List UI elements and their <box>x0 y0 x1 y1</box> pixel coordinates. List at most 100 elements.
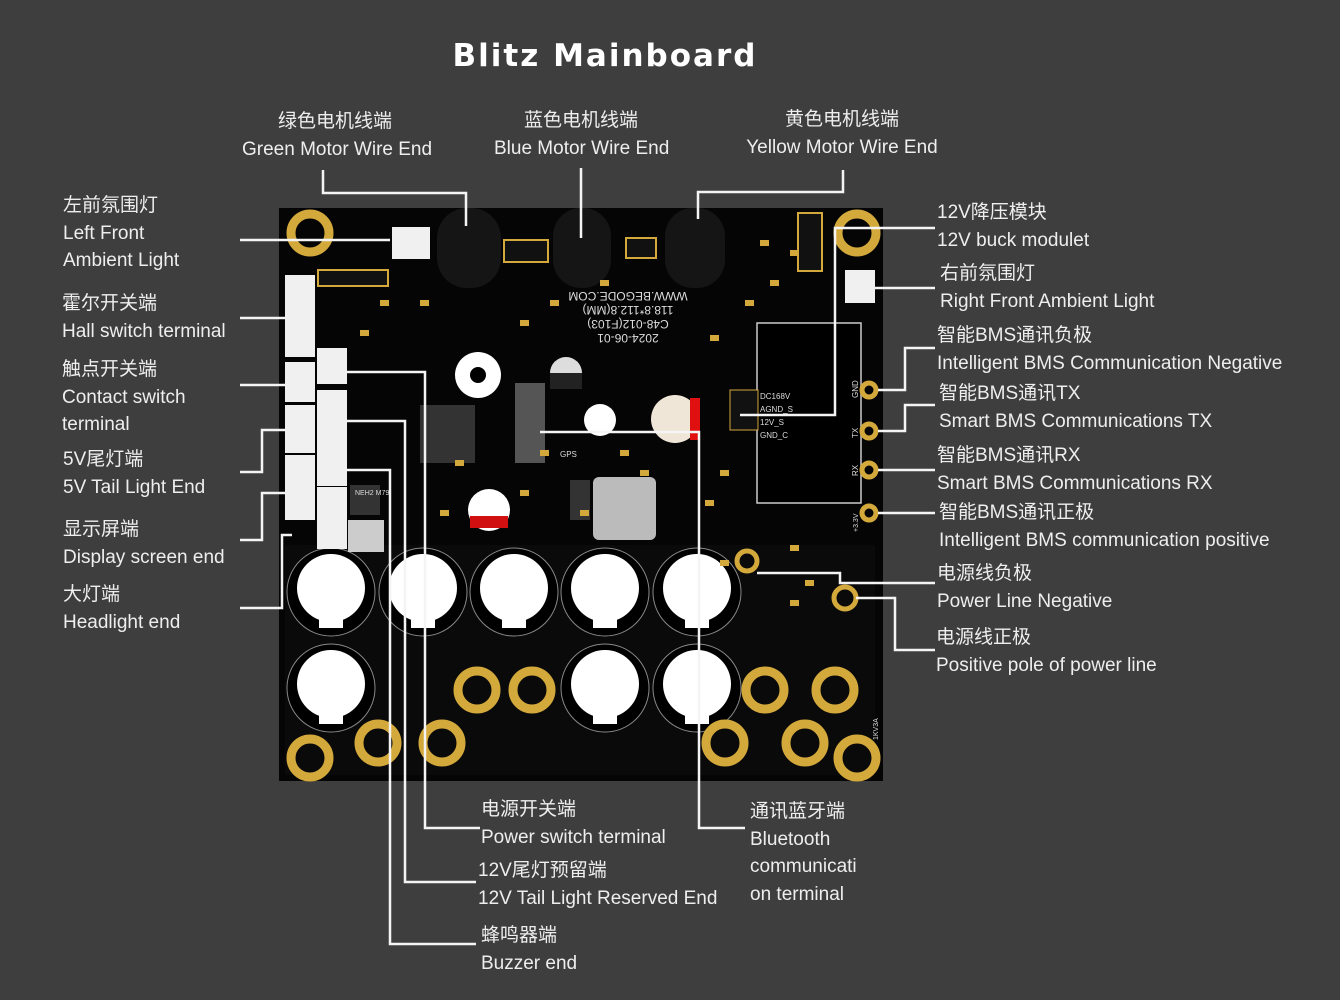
label-en: Right Front Ambient Light <box>940 290 1155 312</box>
label-en: Yellow Motor Wire End <box>746 136 938 158</box>
mounting-hole <box>418 719 466 767</box>
label-contact-switch: 触点开关端 Contact switch terminal <box>62 356 186 439</box>
smd-pad <box>600 280 609 286</box>
label-en: Bluetooth <box>750 828 831 850</box>
label-en: Left Front <box>63 222 145 244</box>
label-zh: 12V尾灯预留端 <box>478 860 607 881</box>
label-power-switch: 电源开关端 Power switch terminal <box>481 796 666 851</box>
label-en: on terminal <box>750 883 844 905</box>
label-en: Green Motor Wire End <box>242 138 433 160</box>
label-headlight: 大灯端 Headlight end <box>63 581 180 636</box>
label-bms-negative: 智能BMS通讯负极 Intelligent BMS Communication … <box>937 322 1282 377</box>
pad-labels: GND TX RX +3.3V 1KV3A <box>851 380 880 740</box>
diagram-title: Blitz Mainboard <box>452 38 758 74</box>
label-zh: 智能BMS通讯正极 <box>939 502 1095 523</box>
label-blue-motor-wire: 蓝色电机线端 Blue Motor Wire End <box>494 107 670 162</box>
silk-date: 2024-06-01 <box>597 331 659 345</box>
mounting-hole <box>741 666 789 714</box>
smd-pad <box>380 300 389 306</box>
pin-agnd: AGND_S <box>760 405 793 414</box>
silkscreen-text: 2024-06-01 C48-012(F103) 118.8*112.8(MM)… <box>568 289 687 345</box>
smd-pad <box>790 545 799 551</box>
label-right-front-ambient-light: 右前氛围灯 Right Front Ambient Light <box>940 260 1154 315</box>
label-en: Intelligent BMS communication positive <box>939 529 1270 551</box>
silk-size: 118.8*112.8(MM) <box>583 303 674 317</box>
label-zh: 通讯蓝牙端 <box>750 801 846 822</box>
label-yellow-motor-wire: 黄色电机线端 Yellow Motor Wire End <box>746 106 938 161</box>
label-green-motor-wire: 绿色电机线端 Green Motor Wire End <box>242 108 433 163</box>
label-bms-tx: 智能BMS通讯TX Smart BMS Communications TX <box>939 380 1212 435</box>
inductor <box>593 477 656 540</box>
mounting-hole <box>811 666 859 714</box>
smd-pad <box>720 470 729 476</box>
bms-module <box>756 322 862 504</box>
pad-tx: TX <box>851 427 860 438</box>
label-bluetooth: 通讯蓝牙端 Bluetooth communicati on terminal <box>750 798 857 908</box>
label-en: 12V Tail Light Reserved End <box>478 887 718 909</box>
bms-pads <box>734 380 879 612</box>
label-zh: 显示屏端 <box>63 519 140 540</box>
label-zh: 智能BMS通讯TX <box>939 383 1081 404</box>
label-en: Contact switch <box>62 386 186 408</box>
smd-pad <box>580 510 589 516</box>
label-en: terminal <box>62 414 130 435</box>
label-zh: 霍尔开关端 <box>62 293 158 314</box>
gps-connector <box>515 383 545 463</box>
silk-url: WWW.BEGODE.COM <box>568 289 687 303</box>
mounting-hole <box>833 209 881 257</box>
label-en: Smart BMS Communications RX <box>937 472 1213 494</box>
label-bms-positive: 智能BMS通讯正极 Intelligent BMS communication … <box>939 499 1270 554</box>
label-zh: 蜂鸣器端 <box>481 925 558 946</box>
silk-gps: GPS <box>560 450 577 459</box>
smd-pad <box>620 450 629 456</box>
label-display-screen: 显示屏端 Display screen end <box>63 516 225 571</box>
motor-wire-slots <box>437 208 725 288</box>
label-en: Display screen end <box>63 546 225 568</box>
label-zh: 电源开关端 <box>481 799 577 820</box>
smd-pad <box>745 300 754 306</box>
label-en: Buzzer end <box>481 952 578 974</box>
label-en: Power Line Negative <box>937 590 1113 612</box>
mounting-hole <box>701 719 749 767</box>
label-buzzer: 蜂鸣器端 Buzzer end <box>481 922 577 977</box>
smd-pad <box>710 335 719 341</box>
mounting-hole <box>781 719 829 767</box>
label-12v-tail-light: 12V尾灯预留端 12V Tail Light Reserved End <box>478 857 717 912</box>
label-zh: 电源线负极 <box>937 563 1033 584</box>
label-power-negative: 电源线负极 Power Line Negative <box>937 560 1112 615</box>
label-en: communicati <box>750 856 857 877</box>
label-en: Positive pole of power line <box>936 654 1157 676</box>
smd-pad <box>720 560 729 566</box>
mounting-hole <box>354 719 402 767</box>
smd-pad <box>770 280 779 286</box>
smd-pad <box>550 300 559 306</box>
label-zh: 12V降压模块 <box>937 202 1047 223</box>
label-en: Blue Motor Wire End <box>494 137 670 159</box>
left-connectors <box>285 227 875 549</box>
smd-pad <box>455 460 464 466</box>
label-en: Hall switch terminal <box>62 320 226 342</box>
pin-dc168v: DC168V <box>760 392 791 401</box>
label-zh: 左前氛围灯 <box>63 195 159 216</box>
label-zh: 黄色电机线端 <box>784 109 899 130</box>
smd-pad <box>705 500 714 506</box>
pin-12v: 12V_S <box>760 418 784 427</box>
label-zh: 智能BMS通讯负极 <box>937 325 1093 346</box>
label-zh: 5V尾灯端 <box>63 449 144 470</box>
pad-3v3: +3.3V <box>853 513 860 532</box>
smd-pad <box>790 600 799 606</box>
smd-pad <box>540 450 549 456</box>
mounting-hole <box>286 734 334 782</box>
smd-pad <box>805 580 814 586</box>
label-12v-buck-module: 12V降压模块 12V buck modulet <box>937 199 1089 254</box>
label-zh: 蓝色电机线端 <box>523 110 638 131</box>
pin-labels: DC168V AGND_S 12V_S GND_C GPS NEH2 M79 <box>355 392 793 497</box>
label-zh: 大灯端 <box>63 584 121 605</box>
label-en: 12V buck modulet <box>937 229 1090 251</box>
pin-gnd-c: GND_C <box>760 431 788 440</box>
label-power-positive: 电源线正极 Positive pole of power line <box>936 624 1157 679</box>
label-en: Ambient Light <box>63 250 180 271</box>
smd-pad <box>790 250 799 256</box>
label-en: Smart BMS Communications TX <box>939 410 1213 432</box>
